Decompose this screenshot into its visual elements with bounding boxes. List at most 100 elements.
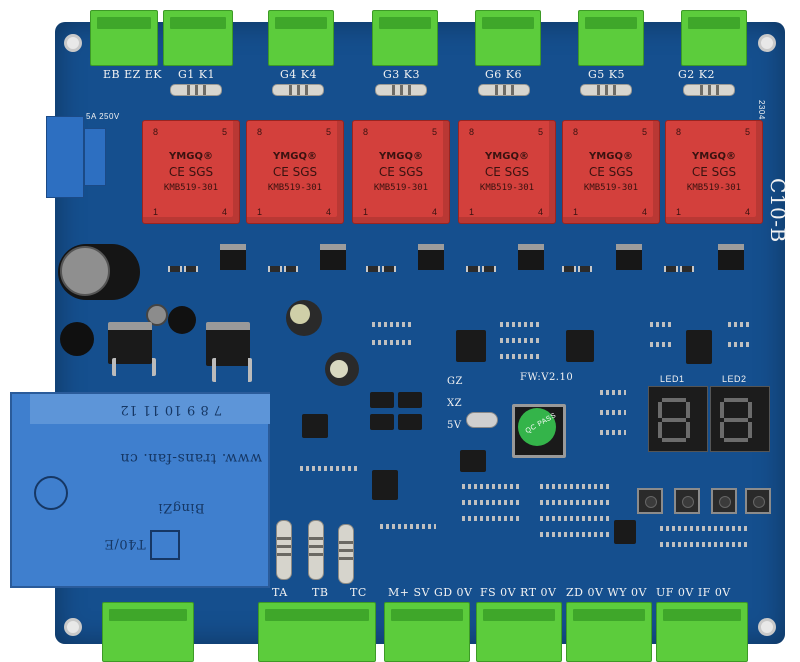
snubber-resistor [580,84,632,96]
relay-model: KMB519-301 [267,183,323,193]
smd-component-array [600,390,626,395]
pin-label: 5 [537,127,543,137]
pin-label: 5 [325,127,331,137]
board-model-side: C10-B [766,178,790,243]
bottom-terminal-block [102,602,194,662]
snubber-resistor [478,84,530,96]
smd-diode [562,266,576,272]
pin-label: 4 [641,207,647,217]
smd-diode [184,266,198,272]
smd-component-array [500,338,540,343]
push-button[interactable] [637,488,663,514]
pin-label: 4 [744,207,750,217]
transformer-logo-icon [150,530,180,560]
pin-label: 1 [573,207,579,217]
pin-label: 8 [363,127,369,137]
relay-model: KMB519-301 [686,183,742,193]
smd-diode [466,266,480,272]
bottom-terminal-block [656,602,748,662]
smd-component-array [372,340,412,345]
trigger-transformer: 8 5 YMGQ® CE SGS KMB519-301 1 4 [142,120,240,224]
top-connector-label: G4 K4 [280,68,317,81]
relay-brand: YMGQ® [273,151,317,162]
push-button[interactable] [745,488,771,514]
relay-brand: YMGQ® [589,151,633,162]
relay-cert: CE SGS [168,165,214,179]
smd-diode [382,266,396,272]
voltage-regulator [108,322,152,364]
optocoupler-ic [370,414,394,430]
smd-component-array [540,532,610,537]
smd-component-array [728,322,752,327]
digit-segments-1 [658,398,690,442]
trigger-transformer: 8 5 YMGQ® CE SGS KMB519-301 1 4 [665,120,763,224]
optocoupler-ic [398,392,422,408]
small-capacitor [168,306,196,334]
5v-label: 5V [447,420,462,431]
pin-label: 8 [676,127,682,137]
pin-label: 4 [221,207,227,217]
pin-label: 1 [153,207,159,217]
smd-component-array [600,410,626,415]
snubber-resistor [272,84,324,96]
qc-sticker [518,408,556,446]
bottom-terminal-block [566,602,652,662]
relay-coil-housing [84,128,106,186]
bottom-terminal-label: UF 0V IF 0V [656,586,731,599]
relay-brand: YMGQ® [169,151,213,162]
snubber-resistor [375,84,427,96]
top-connector-label: G2 K2 [678,68,715,81]
crystal-oscillator [466,412,498,428]
top-connector-label: G3 K3 [383,68,420,81]
pin-label: 1 [469,207,475,217]
bottom-terminal-label: M+ SV GD 0V [388,586,473,599]
ce-mark-icon [34,476,68,510]
logic-ic [460,450,486,472]
smd-component-array [600,430,626,435]
top-terminal-block [578,10,644,66]
driver-transistor [518,244,544,270]
smd-diode [664,266,678,272]
transformer-pin-numbers: 7 8 9 10 11 12 [120,402,223,417]
power-resistor [338,524,354,584]
pin-label: 5 [431,127,437,137]
top-connector-label: G1 K1 [178,68,215,81]
logic-ic [686,330,712,364]
relay-model: KMB519-301 [373,183,429,193]
bottom-terminal-label: FS 0V RT 0V [480,586,557,599]
pin-label: 1 [363,207,369,217]
trigger-transformer: 8 5 YMGQ® CE SGS KMB519-301 1 4 [562,120,660,224]
smd-component-array [372,322,412,327]
push-button[interactable] [711,488,737,514]
logic-ic [302,414,328,438]
pin-label: 4 [537,207,543,217]
smd-diode [482,266,496,272]
smd-component-array [540,516,610,521]
mounting-hole-bottom-left [64,618,82,636]
smd-component-array [660,526,750,531]
small-capacitor [146,304,168,326]
driver-transistor [718,244,744,270]
smd-component-array [650,342,674,347]
pin-label: 5 [221,127,227,137]
driver-transistor [320,244,346,270]
small-capacitor [60,322,94,356]
logic-ic [372,470,398,500]
top-terminal-block [681,10,747,66]
smd-component-array [500,354,540,359]
led1-label: LED1 [660,374,685,384]
bottom-terminal-block [258,602,376,662]
push-button[interactable] [674,488,700,514]
xz-label: XZ [447,398,463,409]
relay-model: KMB519-301 [163,183,219,193]
mounting-hole-top-right [758,34,776,52]
trigger-transformer: 8 5 YMGQ® CE SGS KMB519-301 1 4 [246,120,344,224]
smd-component-array [462,484,522,489]
transformer-url: www. trans-fan. cn [120,450,263,466]
smd-diode [268,266,282,272]
smd-component-array [300,466,360,471]
bottom-terminal-block [384,602,470,662]
smd-component-array [462,500,522,505]
pin-label: 8 [257,127,263,137]
